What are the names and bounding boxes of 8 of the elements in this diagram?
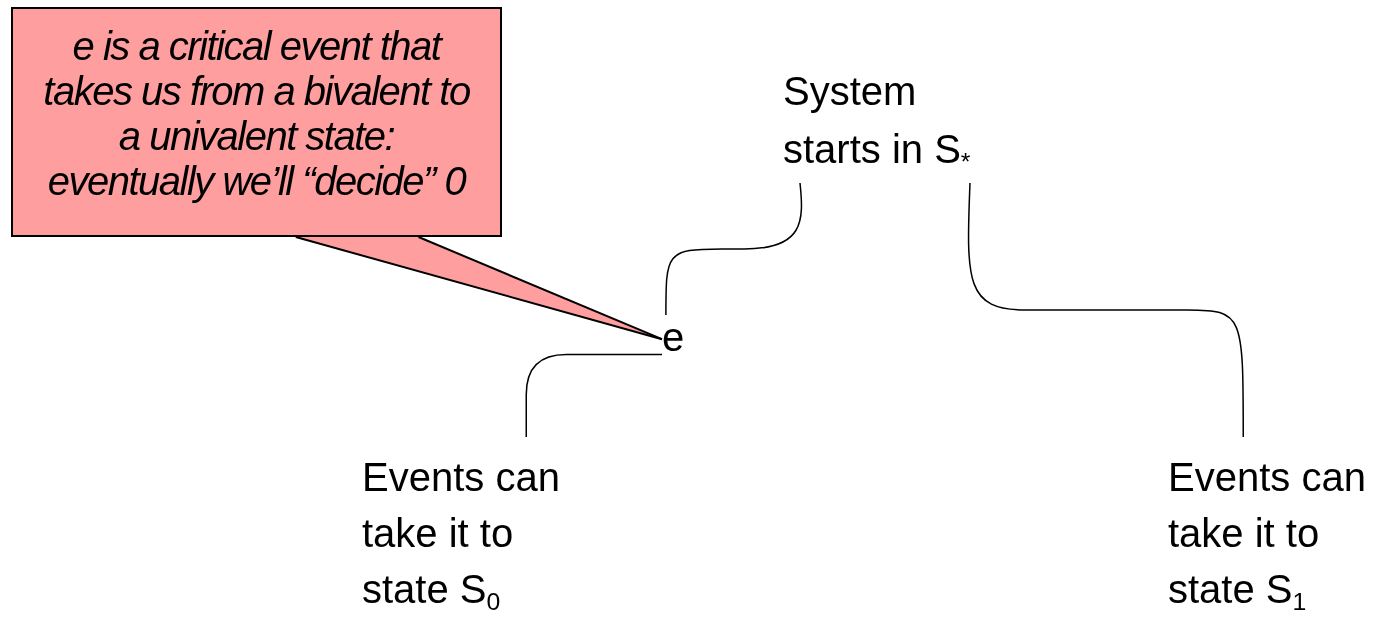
state-label: Events can take it to state S$_{0}$ — [362, 454, 561, 617]
state-label: Events can take it to state S$_{1}$ — [1168, 454, 1367, 617]
callout-text: e is a critical event that takes us from a bivalent to a univalent state: eventually we’ll “decide” 0 — [42, 24, 471, 204]
state-label: e — [662, 315, 686, 359]
curved-line — [967, 182, 1244, 438]
curved-line — [525, 353, 663, 438]
state-label: System starts in S$_{*}$ — [783, 68, 972, 178]
curved-line — [665, 182, 803, 316]
